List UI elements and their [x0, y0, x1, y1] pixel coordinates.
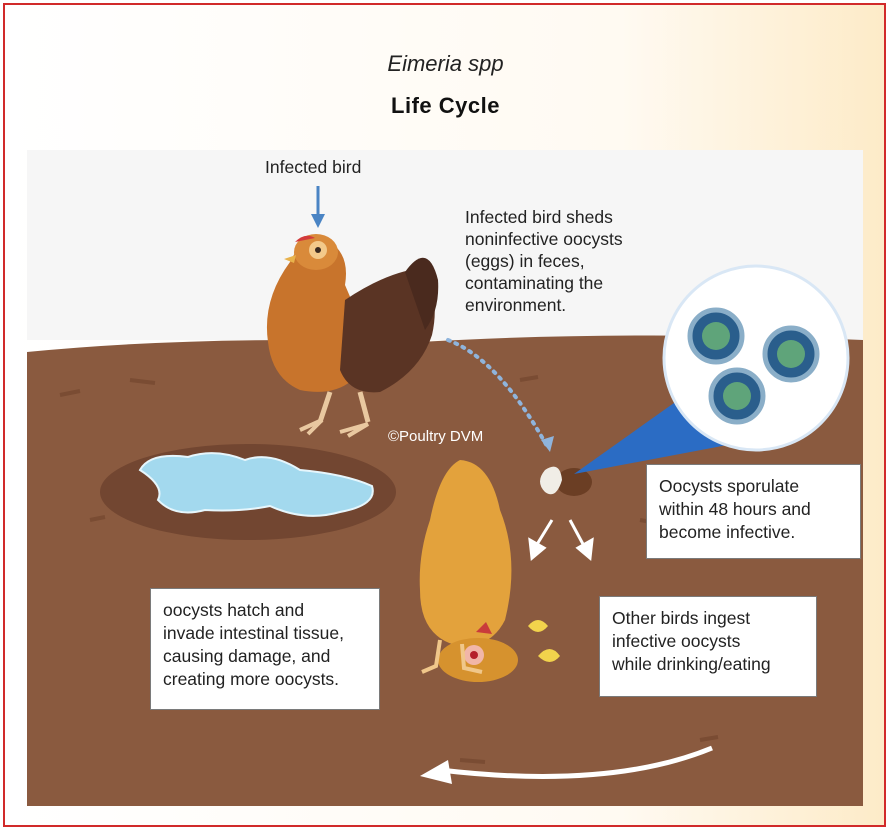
shedding-line: noninfective oocysts	[465, 228, 623, 250]
sporulate-line: within 48 hours and	[659, 498, 848, 521]
hatch-line: creating more oocysts.	[163, 668, 367, 691]
sporulate-box: Oocysts sporulate within 48 hours and be…	[646, 464, 861, 559]
hatch-line: invade intestinal tissue,	[163, 622, 367, 645]
title-genus: Eimeria spp	[0, 51, 891, 77]
shedding-caption: Infected bird sheds noninfective oocysts…	[465, 206, 623, 316]
title-life-cycle: Life Cycle	[0, 93, 891, 119]
shedding-line: environment.	[465, 294, 623, 316]
hatch-line: causing damage, and	[163, 645, 367, 668]
shedding-line: (eggs) in feces,	[465, 250, 623, 272]
ingest-line: infective oocysts	[612, 630, 804, 653]
shedding-line: contaminating the	[465, 272, 623, 294]
ingest-line: while drinking/eating	[612, 653, 804, 676]
hatch-box: oocysts hatch and invade intestinal tiss…	[150, 588, 380, 710]
infected-bird-label: Infected bird	[265, 156, 361, 178]
shedding-line: Infected bird sheds	[465, 206, 623, 228]
ingest-line: Other birds ingest	[612, 607, 804, 630]
ingest-box: Other birds ingest infective oocysts whi…	[599, 596, 817, 697]
oocyst-magnifier-circle	[664, 266, 848, 450]
sporulate-line: Oocysts sporulate	[659, 475, 848, 498]
hatch-line: oocysts hatch and	[163, 599, 367, 622]
copyright-watermark: ©Poultry DVM	[388, 428, 483, 445]
sporulate-line: become infective.	[659, 521, 848, 544]
